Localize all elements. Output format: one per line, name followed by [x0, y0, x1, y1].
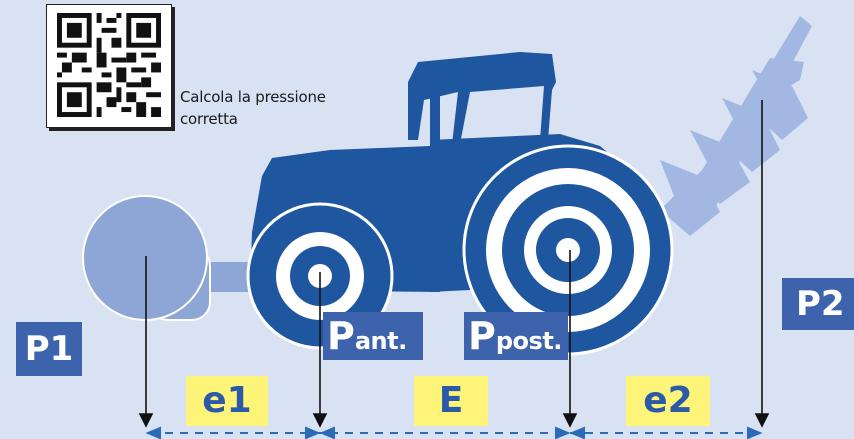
arrow-p2-head [754, 413, 770, 428]
label-p-post-sub: post. [495, 327, 563, 355]
label-e1: e1 [186, 376, 268, 426]
arrow-p1-head [138, 413, 154, 428]
label-p-post-main: P [468, 314, 496, 358]
plough-implement [660, 16, 812, 236]
load-arrows [138, 100, 770, 428]
arrow-pant-head [312, 413, 328, 428]
dimension-line [145, 426, 763, 439]
label-e2: e2 [626, 376, 710, 426]
label-p1: P1 [16, 322, 82, 376]
qr-code-pattern-icon [57, 13, 161, 117]
rear-wheel [462, 144, 674, 356]
label-p-post: Ppost. [464, 312, 568, 360]
qr-caption: Calcola la pressione corretta [180, 88, 326, 128]
label-p-ant-main: P [327, 314, 355, 358]
arrow-ppost-head [562, 413, 578, 428]
label-wheelbase-e: E [414, 376, 488, 426]
label-p-ant: Pant. [323, 312, 423, 360]
label-p-ant-sub: ant. [354, 327, 407, 355]
label-p2: P2 [782, 278, 854, 330]
qr-code[interactable] [46, 4, 172, 128]
